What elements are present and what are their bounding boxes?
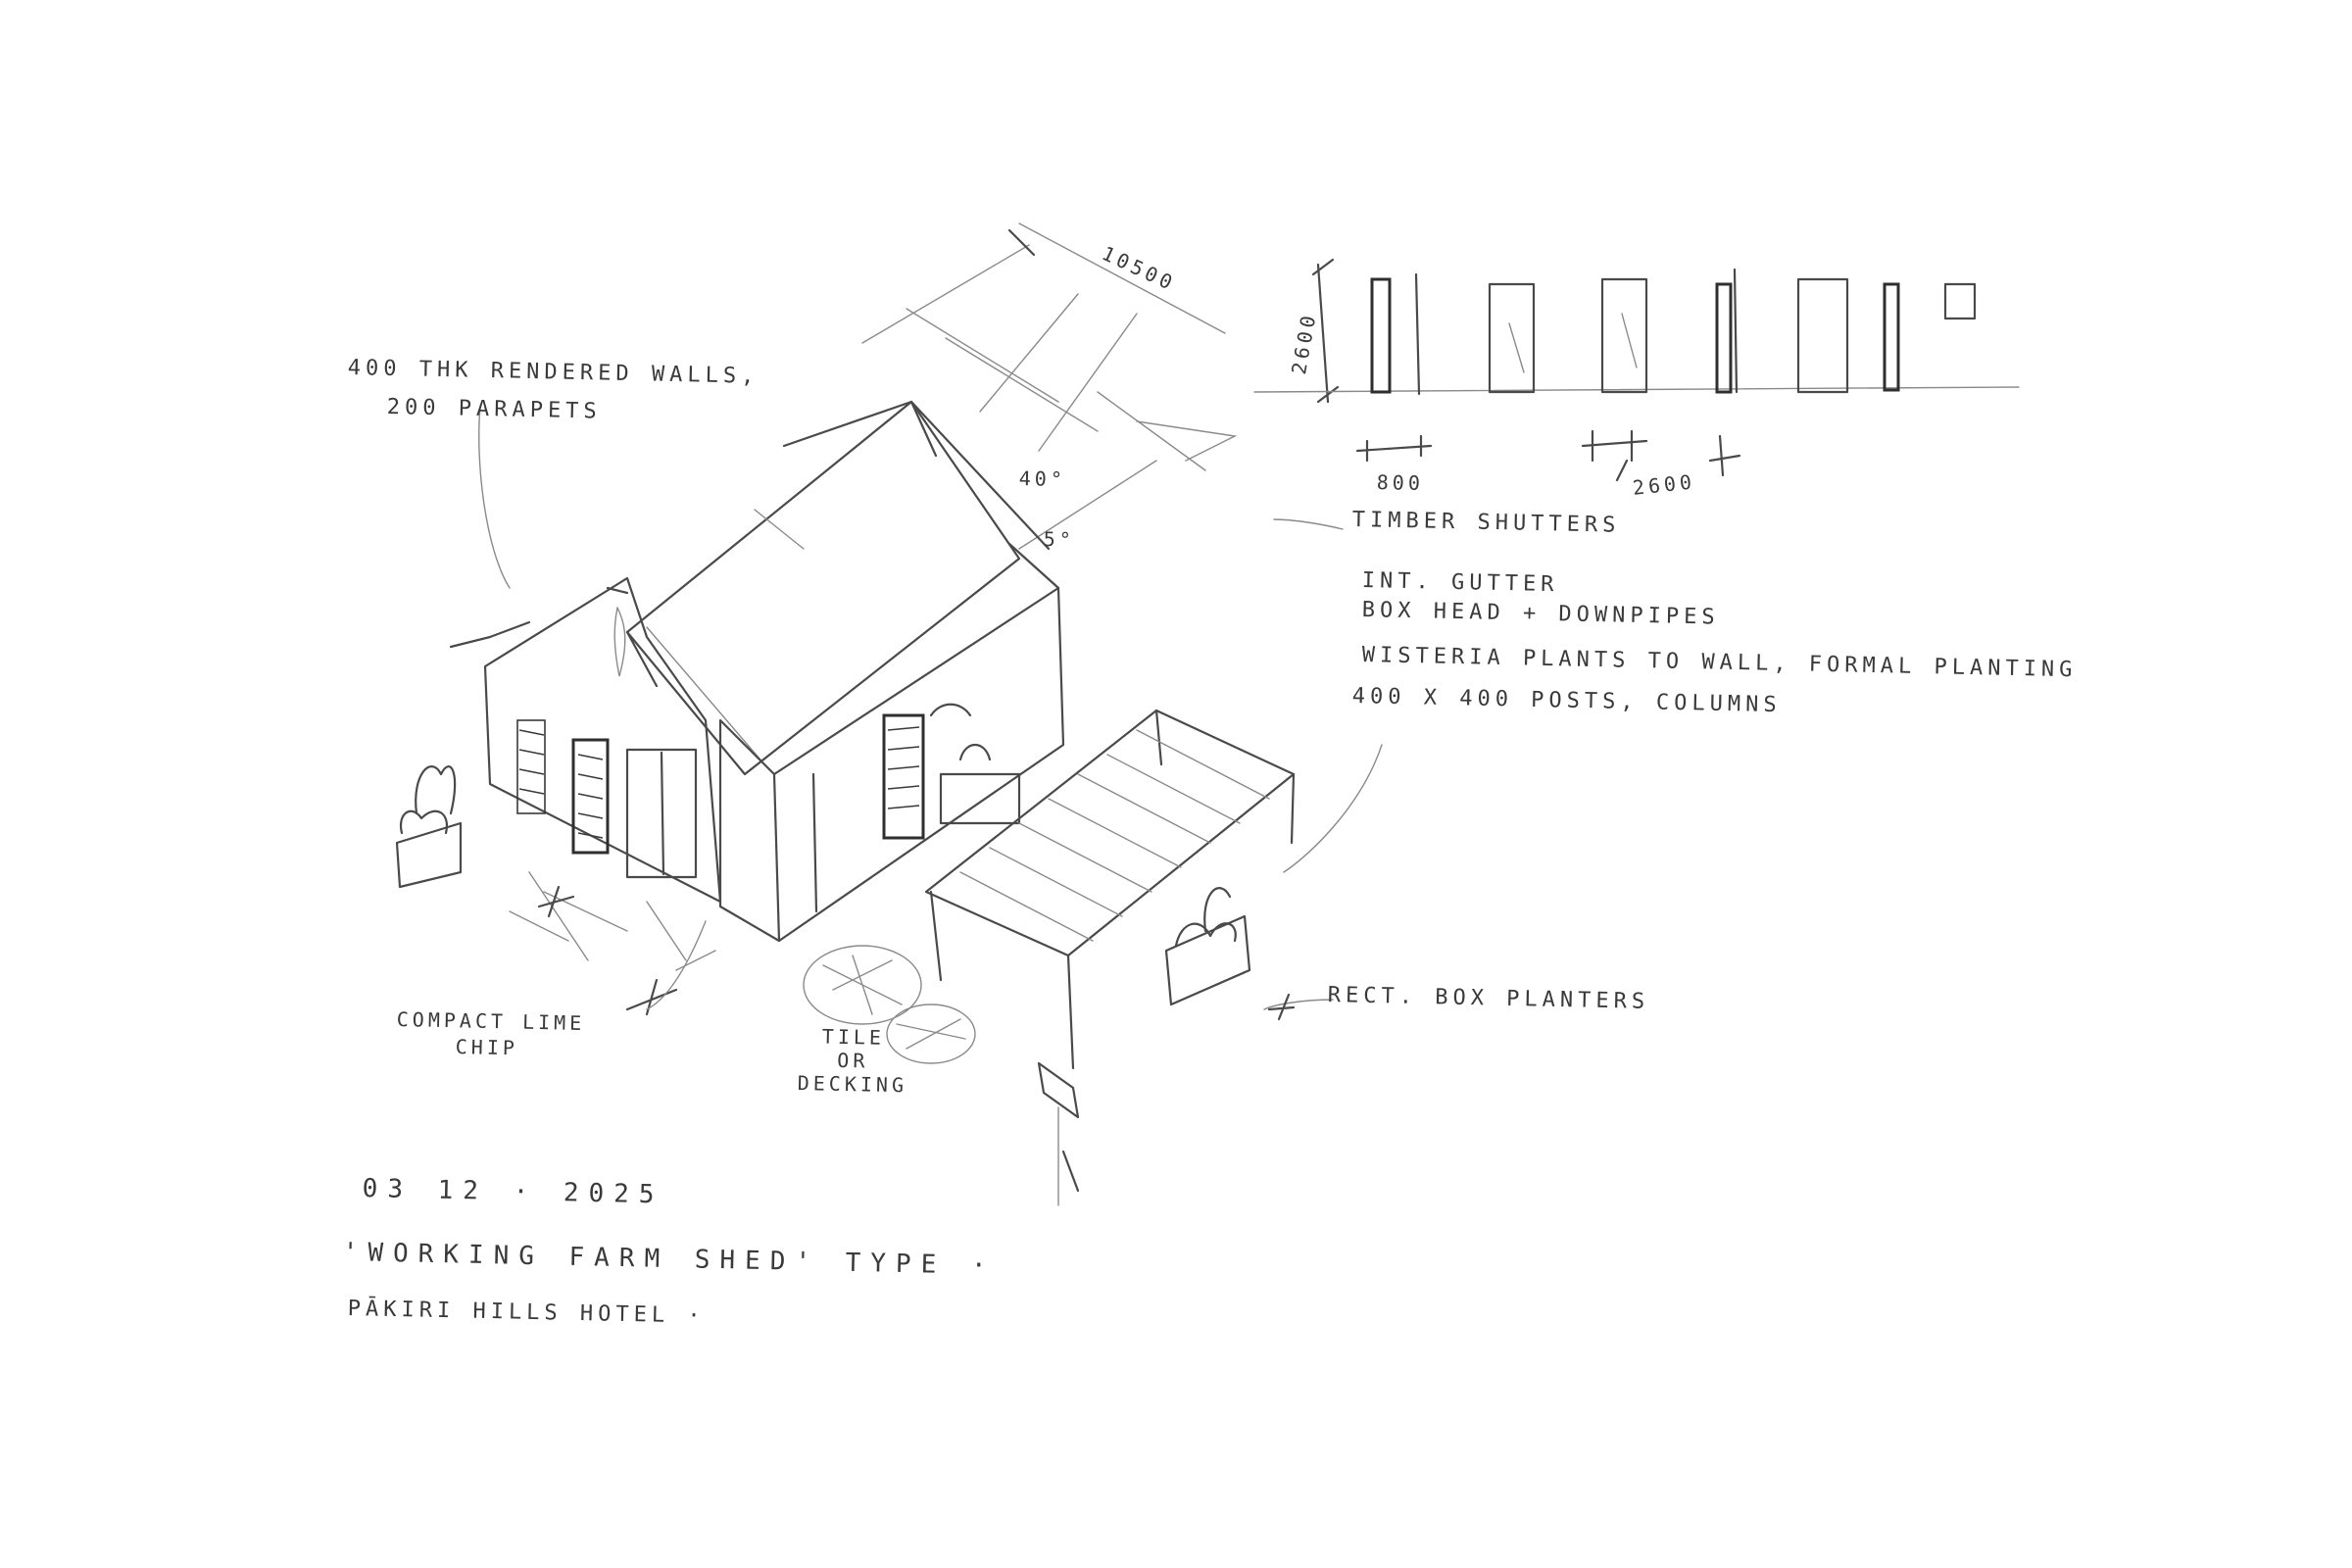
- gable-wall: [449, 576, 722, 904]
- shed-roof: [625, 400, 1060, 776]
- planters: [395, 765, 1251, 1006]
- shutter-elevations: [1253, 258, 2020, 482]
- sketch-date: 03 12 · 2025: [362, 1174, 664, 1210]
- leader-lines: [478, 406, 1383, 1021]
- annotation-timber-shutters: TIMBER SHUTTERS: [1351, 508, 1621, 538]
- annotation-lime-chip-line2: CHIP: [455, 1035, 519, 1060]
- annotation-gutter-line1: INT. GUTTER: [1361, 568, 1559, 598]
- gable-shutters: [516, 719, 698, 879]
- ground-surfaces: [509, 871, 976, 1064]
- long-wall-shutter: [882, 703, 1021, 840]
- dimension-800: 800: [1376, 470, 1425, 496]
- long-wall: [718, 586, 1065, 943]
- dimension-5-degrees: 5°: [1043, 527, 1076, 552]
- dimension-lines: [861, 222, 1238, 550]
- dimension-2600-horizontal: 2600: [1631, 469, 1697, 500]
- annotation-walls-line2: 200 PARAPETS: [386, 395, 602, 424]
- annotation-tile-decking: TILE OR DECKING: [797, 1024, 908, 1098]
- annotation-lime-chip-line1: COMPACT LIME: [396, 1007, 586, 1036]
- pergola: [924, 709, 1296, 1206]
- dimension-40-degrees: 40°: [1018, 466, 1067, 492]
